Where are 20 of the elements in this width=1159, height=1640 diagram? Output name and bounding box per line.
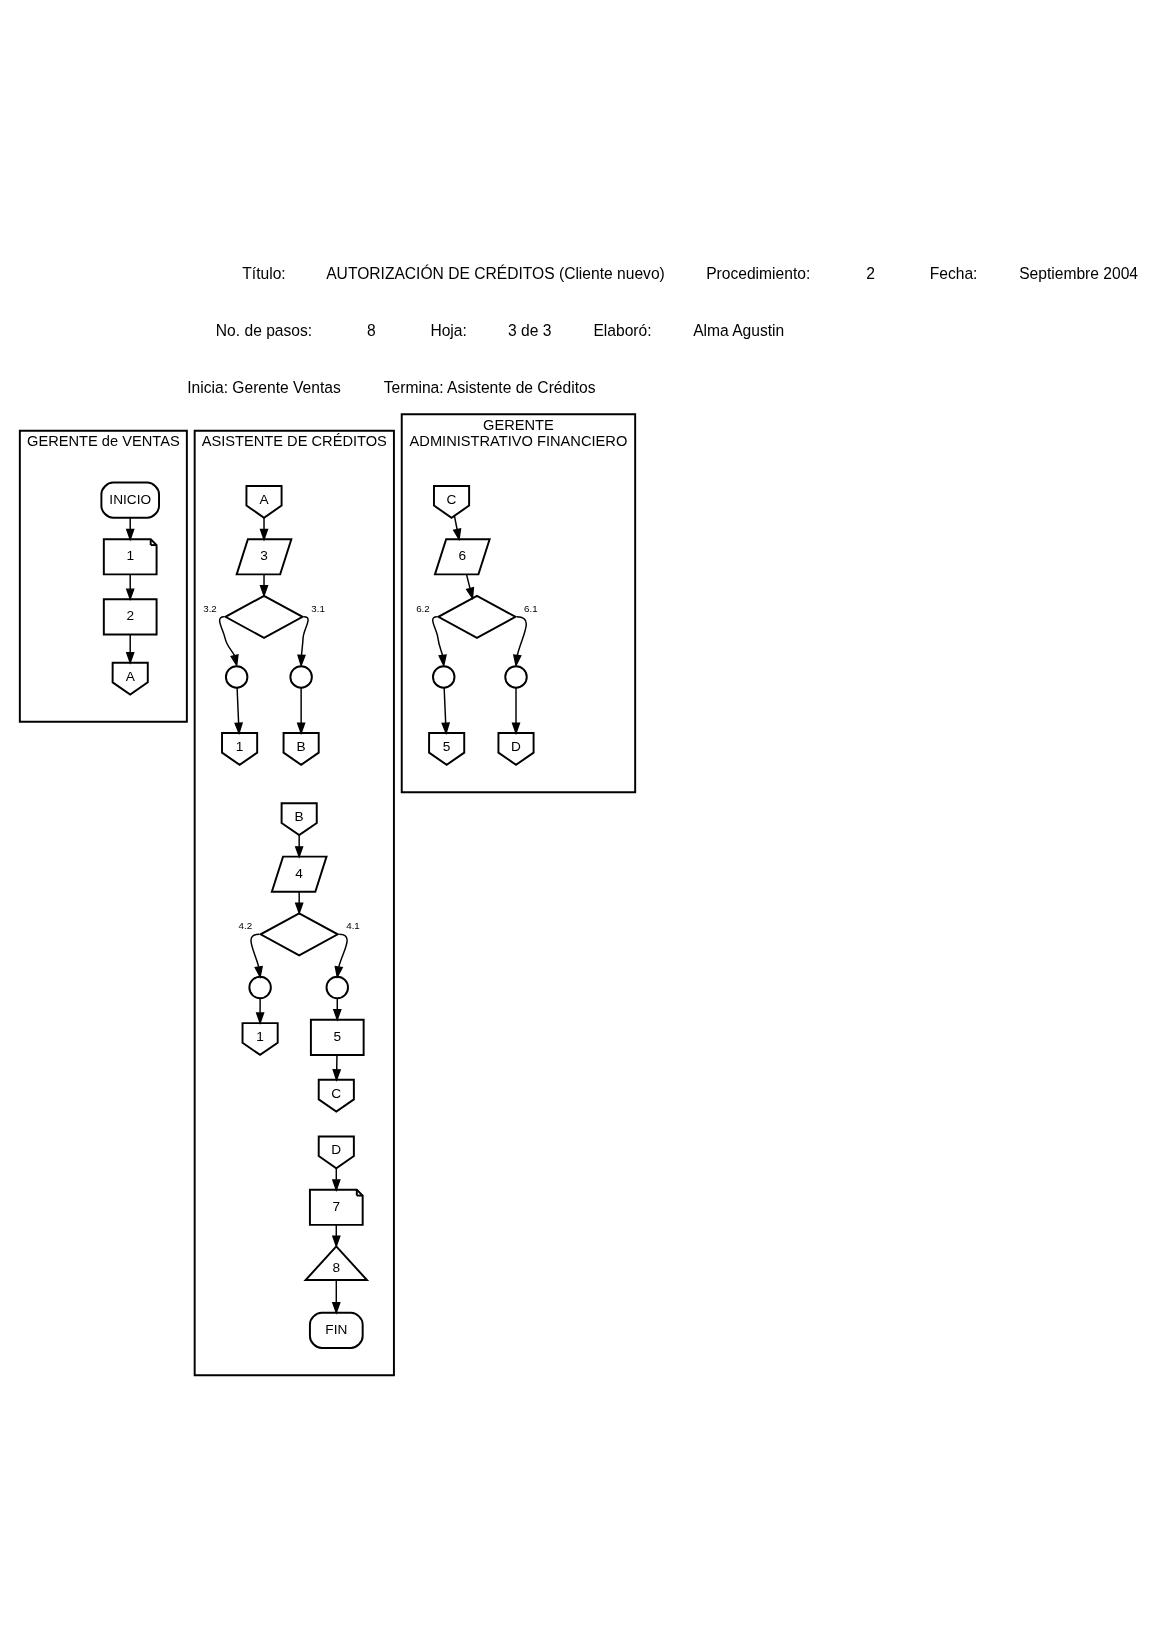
- edge-label: 4.1: [346, 919, 360, 931]
- label: Hoja:: [430, 321, 467, 339]
- label: 8: [367, 321, 376, 339]
- label: Inicia: Gerente Ventas: [187, 378, 341, 395]
- label: Procedimiento:: [706, 264, 811, 282]
- label: Alma Agustin: [693, 321, 785, 339]
- edge-label: 6.2: [416, 602, 430, 614]
- label: 2: [866, 264, 875, 282]
- label: AUTORIZACIÓN DE CRÉDITOS (Cliente nuevo): [326, 264, 665, 282]
- label: No. de pasos:: [215, 321, 313, 339]
- edge-label: 3.1: [311, 602, 325, 614]
- label: Título:: [242, 264, 286, 282]
- edge-label: 4.2: [238, 919, 253, 931]
- label: Elaboró:: [593, 321, 652, 339]
- label: Septiembre 2004: [1019, 264, 1139, 282]
- label: 3 de 3: [507, 321, 552, 339]
- edge-label: 3.2: [203, 602, 217, 614]
- edge-label: 6.1: [524, 602, 538, 614]
- label: Termina: Asistente de Créditos: [383, 378, 596, 395]
- label: Fecha:: [929, 264, 978, 282]
